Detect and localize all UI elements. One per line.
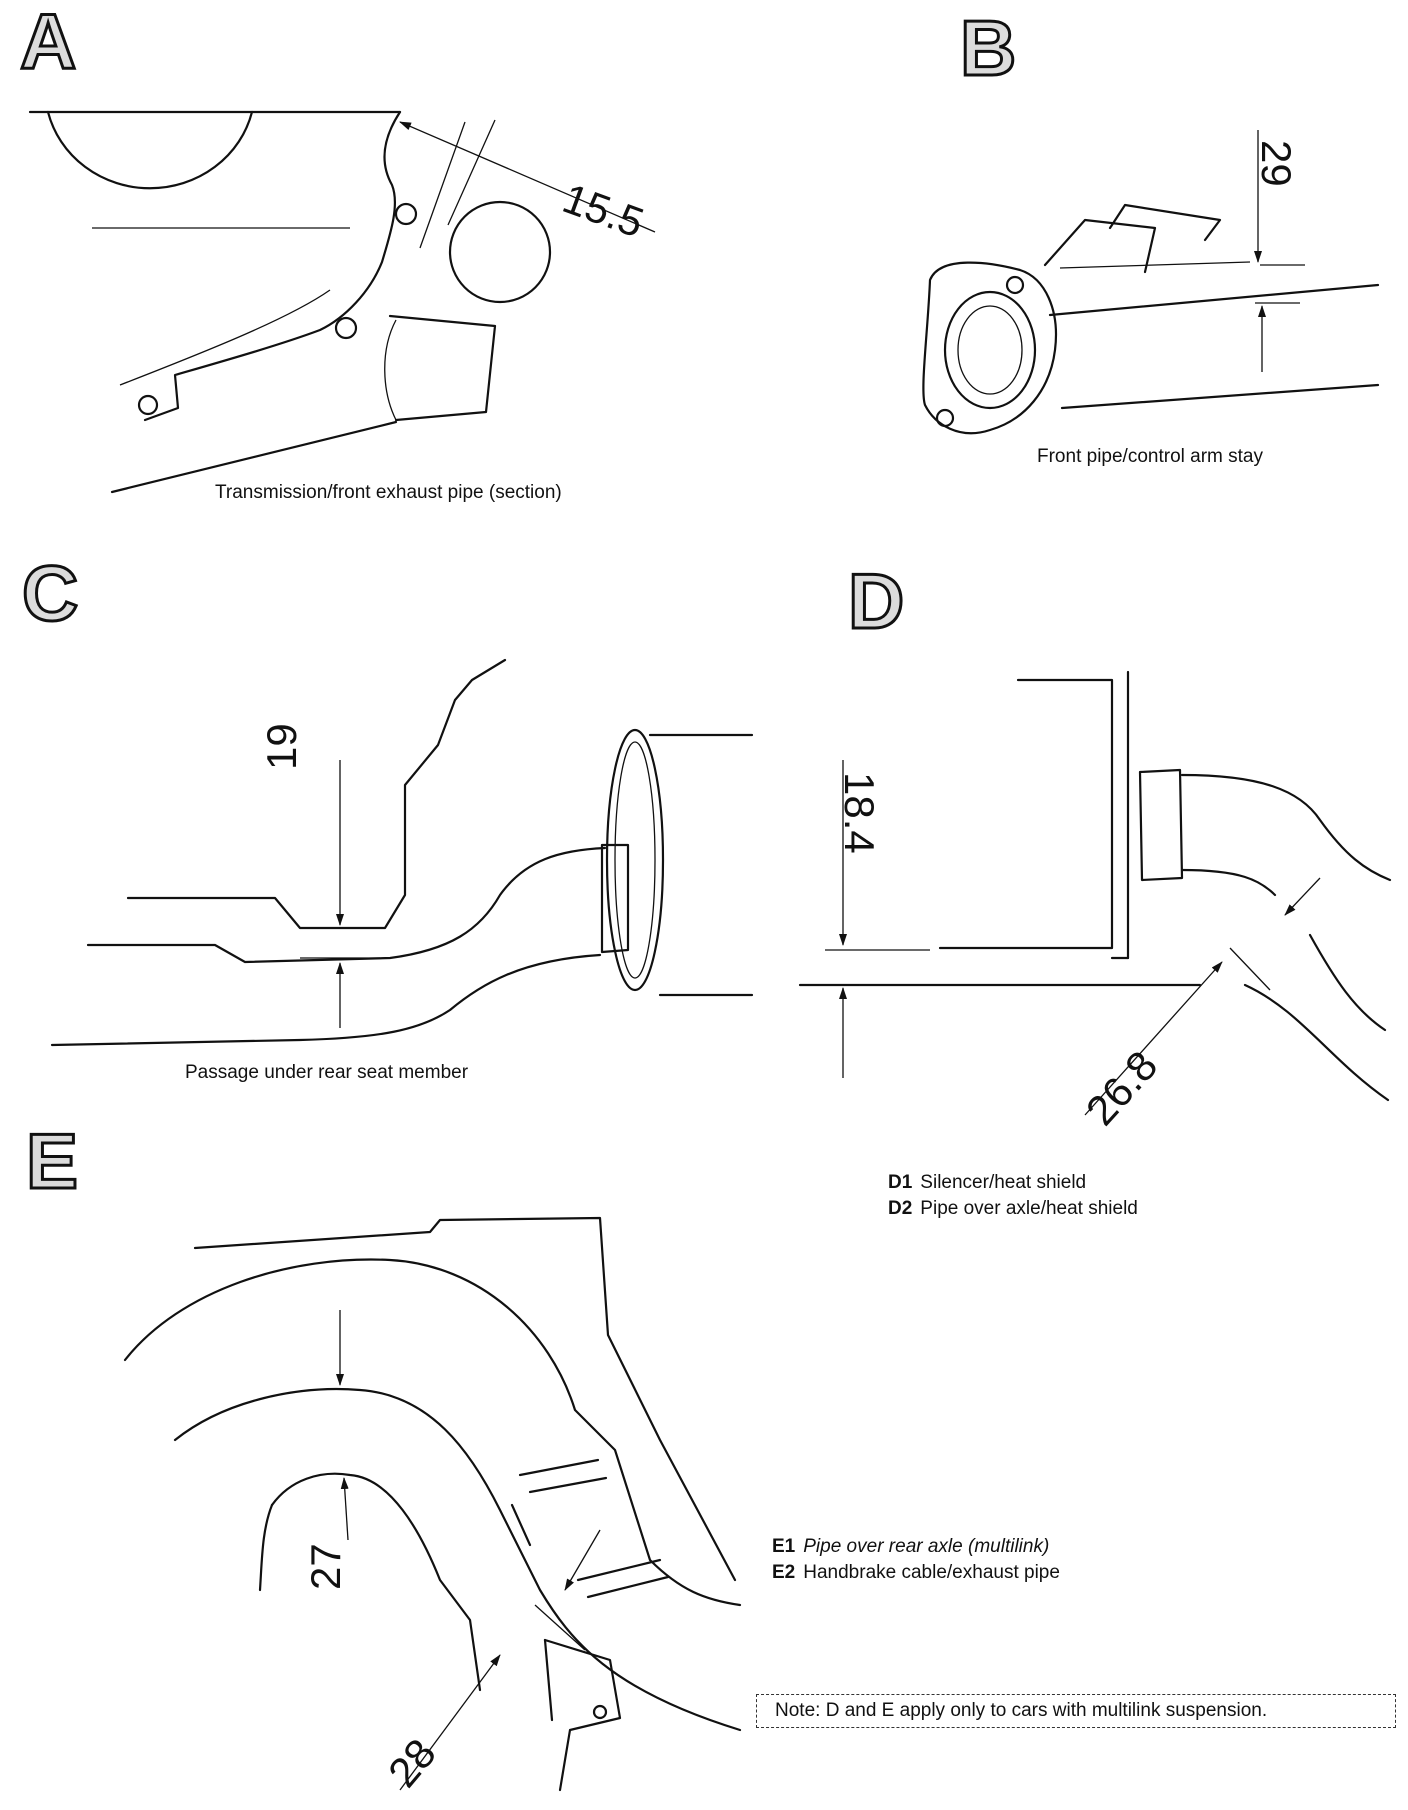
pipe-over-axle-bottom (1180, 868, 1277, 897)
flange-bolt-hole (935, 408, 955, 428)
dimension-arrow (1284, 877, 1321, 916)
bracket-hole (592, 1704, 608, 1720)
pipe-over-axle-top (1180, 773, 1392, 882)
dimension-label-28: 28 (379, 1730, 445, 1796)
dimension-arrow (340, 1477, 349, 1541)
pipe-band (586, 1575, 670, 1599)
stay-edge (1059, 261, 1251, 269)
rear-seat-member (126, 658, 507, 930)
control-arm-stay (1043, 218, 1157, 274)
dimension-label-29: 29 (1253, 140, 1300, 187)
heat-shield (938, 678, 1114, 950)
exhaust-pipe-lower (50, 953, 602, 1047)
floor-line (110, 420, 398, 494)
panel-e-letter: E (26, 1117, 78, 1205)
panel-a: A 15.5 Transmission/front exhaust pipe (… (19, 0, 656, 503)
extension-line (534, 1604, 586, 1651)
dimension-label-26-8: 26.8 (1077, 1042, 1167, 1134)
silencer-flange-outer (605, 728, 665, 992)
pipe-collar (600, 843, 630, 954)
panel-b-letter: B (960, 4, 1016, 92)
legend-text: Pipe over axle/heat shield (920, 1198, 1138, 1219)
extension-line (419, 121, 466, 249)
pipe-over-rear-axle-top (173, 1387, 742, 1732)
panel-e-legend-item: E2 Handbrake cable/exhaust pipe (772, 1562, 1060, 1583)
dimension-label-18-4: 18.4 (836, 772, 883, 854)
pipe-band (528, 1476, 608, 1494)
silencer-flange-inner (614, 741, 656, 979)
panel-b: B 29 Front pipe/control arm stay (922, 3, 1380, 467)
rear-axle-left (258, 1503, 274, 1592)
front-pipe-top (1048, 283, 1380, 317)
pipe-segment (510, 1503, 532, 1547)
dimension-line (1084, 961, 1223, 1116)
panel-c-caption: Passage under rear seat member (185, 1062, 469, 1083)
front-exhaust-pipe-section (448, 200, 552, 304)
handbrake-bracket (543, 1638, 622, 1792)
dimension-label-27: 27 (302, 1543, 349, 1590)
extension-line (447, 119, 496, 226)
extension-line (1229, 947, 1271, 991)
panel-d-letter: D (848, 557, 904, 645)
bolt-hole (137, 394, 159, 416)
axle-lower-line (1243, 983, 1390, 1102)
panel-d: D 18.4 26.8 D1 Silencer/heat shield D2 Pip… (798, 556, 1392, 1219)
rear-axle-outline (270, 1472, 482, 1692)
legend-text: Handbrake cable/exhaust pipe (803, 1562, 1060, 1583)
multilink-note: Note: D and E apply only to cars with mu… (756, 1694, 1396, 1728)
panel-b-caption: Front pipe/control arm stay (1037, 446, 1263, 467)
handbrake-bracket-edge (543, 1638, 554, 1722)
control-arm-stay-bracket (1108, 203, 1222, 242)
legend-code: E2 (772, 1562, 795, 1583)
transmission-arc (46, 110, 254, 190)
bolt-hole (334, 316, 358, 340)
outer-arch (123, 1258, 742, 1607)
legend-text: Silencer/heat shield (920, 1172, 1086, 1193)
flange-bore (957, 305, 1023, 395)
flange-opening (943, 290, 1037, 410)
panel-a-caption: Transmission/front exhaust pipe (section… (215, 482, 562, 503)
panel-a-letter: A (20, 0, 76, 85)
transmission-housing-outline (143, 110, 402, 422)
body-floor (193, 1216, 737, 1582)
pipe-flange (922, 261, 1057, 435)
lower-tube (388, 314, 497, 422)
pipe-collar (1138, 768, 1184, 882)
housing-inner-line (119, 289, 331, 386)
exhaust-pipe-upper (86, 846, 607, 964)
panel-d-legend-item: D2 Pipe over axle/heat shield (888, 1198, 1138, 1219)
panel-d-legend-item: D1 Silencer/heat shield (888, 1172, 1086, 1193)
pipe-band (518, 1458, 600, 1477)
dimension-arrow (564, 1529, 601, 1591)
pipe-band (576, 1558, 662, 1582)
flange-bolt-hole (1005, 275, 1025, 295)
legend-code: D2 (888, 1198, 912, 1219)
panel-c-letter: C (22, 549, 78, 637)
dimension-label-19: 19 (258, 723, 305, 770)
dimension-label-15-5: 15.5 (557, 174, 650, 246)
bolt-hole (394, 202, 418, 226)
legend-text: Pipe over rear axle (multilink) (803, 1536, 1049, 1557)
lower-tube-end (384, 319, 397, 421)
front-pipe-bottom (1060, 383, 1380, 410)
legend-code: D1 (888, 1172, 913, 1193)
dimension-line (399, 121, 656, 233)
panel-c: C 19 Passage under rear seat member (21, 548, 754, 1083)
legend-code: E1 (772, 1536, 796, 1557)
dimension-line (399, 1654, 501, 1791)
panel-e: E 27 28 E1 Pipe over rear axle (multilink… (25, 1116, 1060, 1796)
axle-shield-line (1308, 933, 1387, 1032)
panel-e-legend-item: E1 Pipe over rear axle (multilink) (772, 1536, 1049, 1557)
